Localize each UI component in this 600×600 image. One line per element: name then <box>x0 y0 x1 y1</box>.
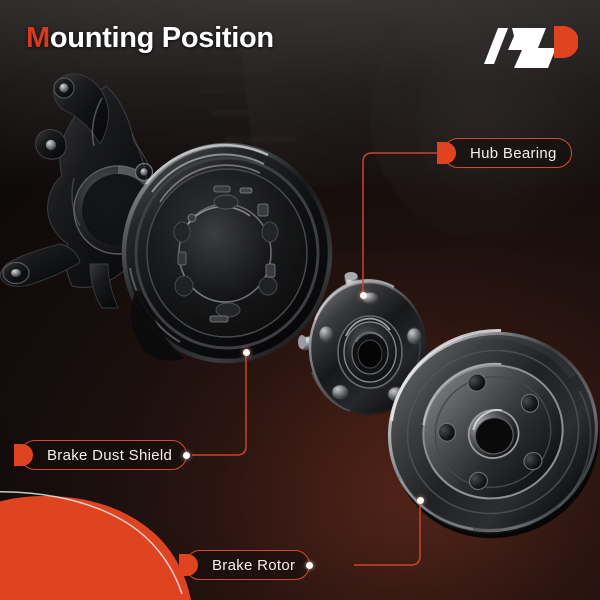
callout-hub-bearing[interactable]: Hub Bearing <box>437 138 572 168</box>
callout-marker-icon <box>437 142 456 164</box>
callout-marker-icon <box>14 444 33 466</box>
callout-brake-dust-shield[interactable]: Brake Dust Shield <box>14 440 191 470</box>
tip-dot-brake-rotor <box>416 496 424 504</box>
part-steering-knuckle <box>0 73 172 309</box>
page-title-accent-letter: M <box>26 22 50 54</box>
page-title-rest: ounting Position <box>49 22 274 54</box>
part-brake-rotor <box>387 329 599 539</box>
tip-dot-brake-dust-shield <box>242 348 250 356</box>
brand-logo-icon <box>484 26 578 68</box>
callout-marker-icon <box>179 554 198 576</box>
callout-brake-rotor[interactable]: Brake Rotor <box>179 550 314 580</box>
callout-label: Brake Dust Shield <box>47 446 173 464</box>
part-brake-dust-shield <box>121 142 333 364</box>
callout-label: Hub Bearing <box>470 144 557 162</box>
callout-end-dot-icon <box>306 561 314 569</box>
corner-accent-swoosh <box>0 490 191 600</box>
page-title: Mounting Position <box>26 22 274 55</box>
callout-label: Brake Rotor <box>212 556 296 574</box>
tip-dot-hub-bearing <box>359 291 367 299</box>
callout-end-dot-icon <box>183 451 191 459</box>
